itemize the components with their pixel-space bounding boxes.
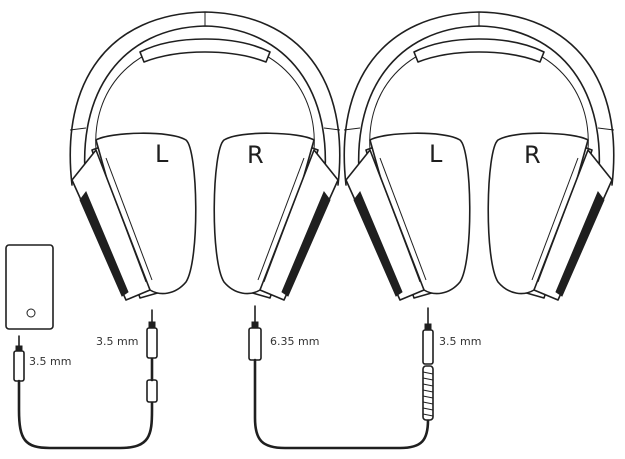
left-side-label: L: [155, 140, 169, 168]
coiled-cable-icon: [248, 305, 434, 450]
right-side-label: R: [247, 141, 264, 169]
right-side-label: R: [524, 141, 541, 169]
source-plug-label: 3.5 mm: [29, 355, 71, 368]
audio-device-icon: [5, 244, 54, 330]
straight-cable-icon: [13, 309, 158, 450]
headphone-plug-label: 3.5 mm: [439, 335, 481, 348]
headphone-plug-label: 3.5 mm: [96, 335, 138, 348]
adapter-plug-label: 6.35 mm: [270, 335, 319, 348]
left-side-label: L: [429, 140, 443, 168]
headphones-icon: [343, 11, 615, 301]
headphones-icon: [69, 11, 341, 301]
